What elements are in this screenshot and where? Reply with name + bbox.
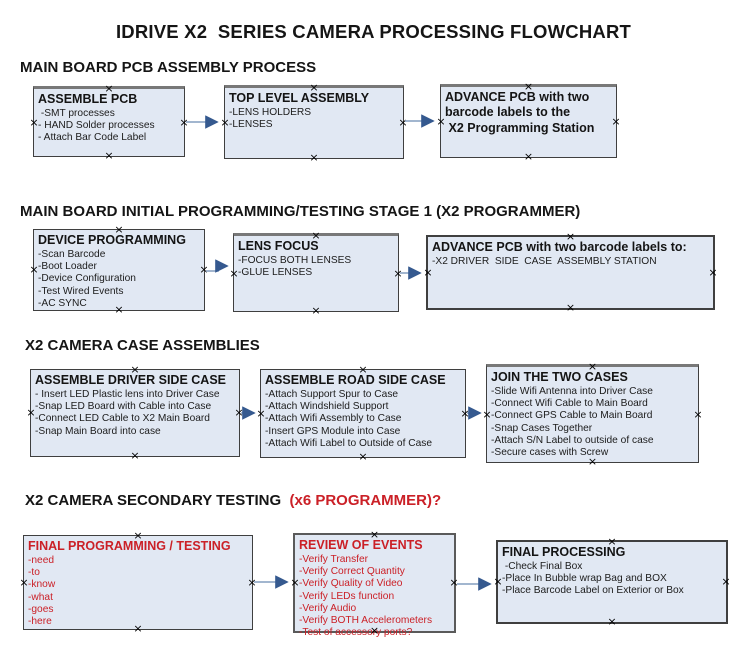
box-item: -Snap LED Board with Cable into Case	[35, 401, 212, 413]
box-title: DEVICE PROGRAMMING	[38, 233, 186, 247]
box-title: JOIN THE TWO CASES	[491, 370, 628, 384]
anchor-x-icon: ×	[179, 115, 189, 129]
box-item: -GLUE LENSES	[238, 267, 313, 279]
box-final-processing: FINAL PROCESSING -Check Final Box -Place…	[493, 536, 731, 628]
box-title: ASSEMBLE DRIVER SIDE CASE	[35, 373, 227, 387]
section-heading-pcb-assembly: MAIN BOARD PCB ASSEMBLY PROCESS	[20, 59, 317, 76]
box-title: X2 Programming Station	[445, 121, 595, 135]
box-assemble-road-side-case: ASSEMBLE ROAD SIDE CASE -Attach Support …	[256, 364, 470, 462]
box-item: - HAND Solder processes	[38, 120, 155, 132]
anchor-x-icon: ×	[393, 266, 403, 280]
box-item: -AC SYNC	[38, 297, 87, 309]
anchor-x-icon: ×	[708, 265, 718, 279]
anchor-x-icon: ×	[611, 114, 621, 128]
box-item: -LENS HOLDERS	[229, 107, 312, 118]
anchor-x-icon: ×	[311, 303, 321, 317]
box-item: -Snap Cases Together	[491, 422, 593, 434]
box-item: -SMT processes	[38, 108, 115, 119]
box-item: -Attach Wifi Assembly to Case	[265, 413, 402, 425]
page-title: IDRIVE X2 SERIES CAMERA PROCESSING FLOWC…	[115, 21, 632, 42]
box-advance-pcb-driver-side-station: ADVANCE PCB with two barcode labels to: …	[423, 231, 718, 314]
anchor-x-icon: ×	[234, 405, 244, 419]
box-item: -Slide Wifi Antenna into Driver Case	[491, 386, 653, 397]
box-item: -Connect Wifi Cable to Main Board	[491, 398, 648, 410]
box-item: -Verify Quality of Video	[299, 578, 403, 590]
box-device-programming: DEVICE PROGRAMMING -Scan Barcode -Boot L…	[29, 224, 209, 315]
box-title: ASSEMBLE PCB	[38, 92, 138, 106]
anchor-x-icon: ×	[199, 262, 209, 276]
box-item: -X2 DRIVER SIDE CASE ASSEMBLY STATION	[432, 256, 657, 267]
box-top-level-assembly: TOP LEVEL ASSEMBLY -LENS HOLDERS -LENSES…	[220, 82, 408, 163]
anchor-x-icon: ×	[130, 448, 140, 462]
box-title: TOP LEVEL ASSEMBLY	[229, 91, 370, 105]
anchor-x-icon: ×	[693, 407, 703, 421]
box-item: -Verify Transfer	[299, 554, 369, 565]
anchor-x-icon: ×	[523, 149, 534, 163]
anchor-x-icon: ×	[565, 300, 576, 314]
box-item: -Check Final Box	[502, 561, 583, 572]
box-assemble-driver-side-case: ASSEMBLE DRIVER SIDE CASE - Insert LED P…	[26, 364, 244, 461]
box-item: -Connect GPS Cable to Main Board	[491, 410, 653, 422]
box-title: ADVANCE PCB with two barcode labels to:	[432, 240, 687, 254]
box-title: FINAL PROGRAMMING / TESTING	[28, 539, 231, 553]
box-item: -here	[28, 616, 52, 628]
box-title: ADVANCE PCB with two barcode labels to t…	[445, 90, 593, 119]
box-item: -Insert GPS Module into Case	[265, 425, 401, 437]
heading-red-part: (x6 PROGRAMMER)?	[281, 492, 442, 509]
section-heading-initial-programming: MAIN BOARD INITIAL PROGRAMMING/TESTING S…	[20, 203, 581, 220]
anchor-x-icon: ×	[104, 148, 114, 162]
box-advance-pcb-programming-station: ADVANCE PCB with two barcode labels to t…	[436, 81, 621, 162]
box-title: REVIEW OF EVENTS	[299, 538, 423, 552]
box-item: -Connect LED Cable to X2 Main Board	[35, 413, 210, 425]
box-item: -Verify Correct Quantity	[299, 566, 405, 578]
heading-black-part: X2 CAMERA SECONDARY TESTING	[25, 492, 282, 509]
anchor-x-icon: ×	[721, 574, 731, 588]
box-item: -Place In Bubble wrap Bag and BOX	[502, 573, 667, 585]
flow-arrow-device-to-lensfocus	[206, 259, 229, 273]
box-title: ASSEMBLE ROAD SIDE CASE	[265, 373, 446, 387]
box-item: -Scan Barcode	[38, 249, 106, 260]
box-final-programming-testing: FINAL PROGRAMMING / TESTING -need -to -k…	[19, 530, 257, 634]
box-item: -know	[28, 579, 56, 591]
box-item: -need	[28, 555, 55, 566]
box-item: -Secure cases with Screw	[491, 447, 609, 459]
box-item: - Insert LED Plastic lens into Driver Ca…	[35, 389, 220, 400]
box-item: -FOCUS BOTH LENSES	[238, 255, 352, 266]
box-item: -Attach Windshield Support	[265, 401, 389, 413]
anchor-x-icon: ×	[607, 614, 617, 628]
anchor-x-icon: ×	[398, 115, 408, 129]
anchor-x-icon: ×	[358, 449, 368, 463]
box-item: -Boot Loader	[38, 261, 97, 273]
box-item: -Attach S/N Label to outside of case	[491, 434, 654, 446]
box-assemble-pcb: ASSEMBLE PCB -SMT processes - HAND Solde…	[29, 83, 189, 161]
box-item: -Snap Main Board into case	[35, 425, 161, 437]
box-item: -goes	[28, 603, 54, 615]
box-item: -Verify Audio	[299, 602, 357, 614]
box-item: -Place Barcode Label on Exterior or Box	[502, 585, 684, 597]
section-heading-case-assemblies: X2 CAMERA CASE ASSEMBLIES	[25, 337, 260, 354]
box-item: -to	[28, 567, 40, 579]
box-title: FINAL PROCESSING	[502, 545, 626, 559]
box-item: -Test Wired Events	[38, 285, 124, 297]
box-item: -LENSES	[229, 119, 273, 131]
box-lens-focus: LENS FOCUS -FOCUS BOTH LENSES -GLUE LENS…	[229, 230, 403, 316]
anchor-x-icon: ×	[309, 150, 319, 164]
box-item: - Attach Bar Code Label	[38, 132, 147, 144]
anchor-x-icon: ×	[460, 406, 470, 420]
anchor-x-icon: ×	[247, 575, 257, 589]
box-item: -Attach Wifi Label to Outside of Case	[265, 437, 433, 449]
box-item: -Test of accessory ports?	[299, 627, 413, 639]
box-item: -Attach Support Spur to Case	[265, 389, 399, 400]
box-review-of-events: REVIEW OF EVENTS -Verify Transfer -Verif…	[290, 529, 459, 638]
box-join-the-two-cases: JOIN THE TWO CASES -Slide Wifi Antenna i…	[482, 361, 703, 467]
box-item: -Verify LEDs function	[299, 590, 395, 602]
box-item: -Verify BOTH Accelerometers	[299, 615, 433, 627]
box-item: -what	[28, 591, 53, 603]
section-heading-secondary-testing: X2 CAMERA SECONDARY TESTING (x6 PROGRAMM…	[25, 492, 441, 509]
anchor-x-icon: ×	[449, 575, 459, 589]
box-title: LENS FOCUS	[238, 239, 319, 253]
box-item: -Device Configuration	[38, 273, 136, 285]
